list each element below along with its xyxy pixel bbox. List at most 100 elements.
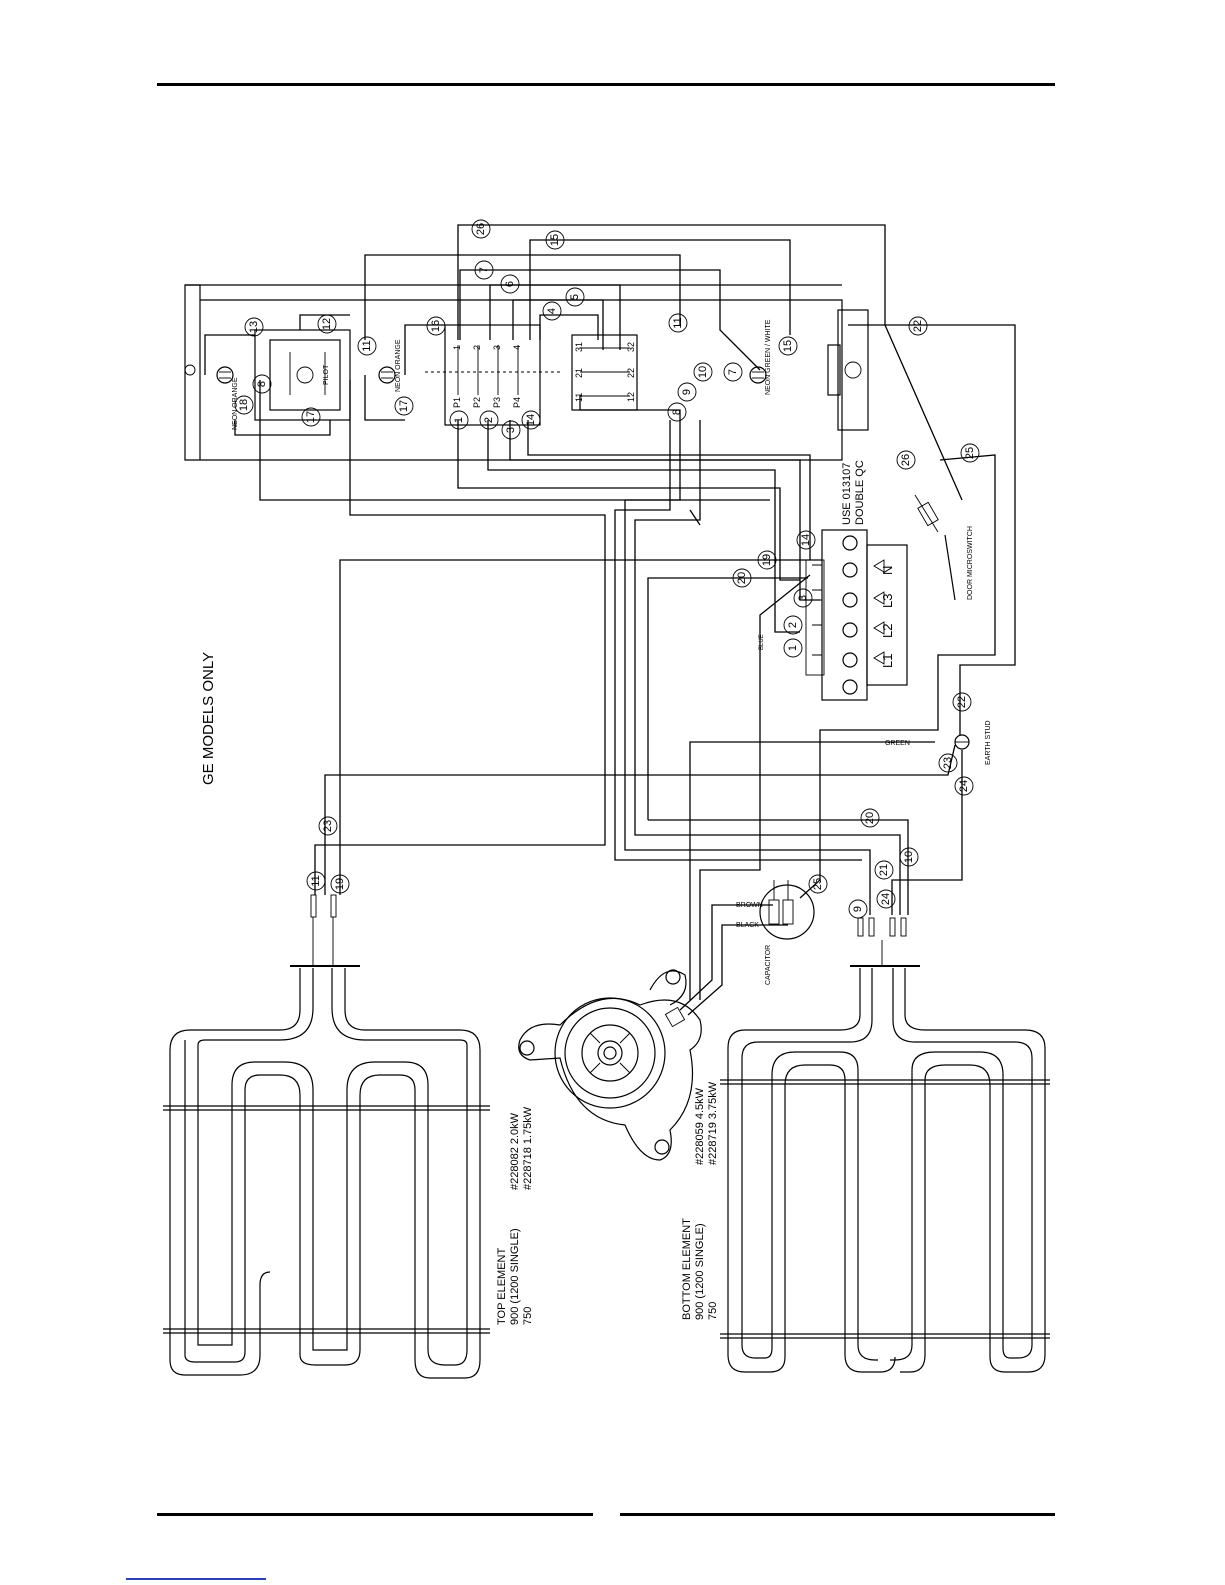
bubble-3-top: 3 xyxy=(501,420,521,440)
svg-text:21: 21 xyxy=(878,864,890,876)
wiring-harness xyxy=(204,224,1016,1016)
bubble-20-block: 20 xyxy=(732,568,752,588)
top-heating-element xyxy=(163,894,490,1379)
svg-text:7: 7 xyxy=(727,369,739,375)
bubble-26-top: 26 xyxy=(471,219,491,239)
svg-text:10: 10 xyxy=(903,851,915,863)
svg-text:3: 3 xyxy=(505,427,517,433)
terminal-warning-triangles xyxy=(873,559,885,665)
svg-text:22: 22 xyxy=(912,320,924,332)
bubble-23-right: 23 xyxy=(938,753,958,773)
footer-rule-left xyxy=(157,1513,593,1516)
door-microswitch-label: DOOR MICROSWITCH xyxy=(967,526,974,600)
switch-label-p2: P2 xyxy=(472,397,482,408)
top-element-label-2: 900 (1200 SINGLE) xyxy=(509,1228,521,1325)
bubble-24-bottom: 24 xyxy=(876,889,896,909)
svg-text:23: 23 xyxy=(322,820,334,832)
svg-text:11: 11 xyxy=(672,317,684,328)
svg-text:14: 14 xyxy=(525,414,537,426)
bubble-7-right: 7 xyxy=(723,362,743,382)
terminal-n: N xyxy=(880,566,895,575)
terminal-l2: L2 xyxy=(880,624,895,638)
bottom-element-label-2: 900 (1200 SINGLE) xyxy=(694,1223,706,1320)
bubble-23-left: 23 xyxy=(318,816,338,836)
contact-11: 11 xyxy=(574,393,584,402)
header-rule xyxy=(157,83,1055,86)
contact-12: 12 xyxy=(626,392,636,402)
svg-text:17: 17 xyxy=(305,411,317,423)
bubble-1-block: 1 xyxy=(783,638,803,658)
svg-text:11: 11 xyxy=(361,340,373,351)
bubble-18: 18 xyxy=(234,395,254,415)
svg-text:11: 11 xyxy=(310,875,322,886)
switch-label-p1: P1 xyxy=(452,397,462,408)
capacitor-label: CAPACITOR xyxy=(765,945,772,985)
svg-text:24: 24 xyxy=(958,780,970,792)
bottom-element-part-1: #228059 4.5kW xyxy=(694,1087,706,1165)
bubble-2-top: 2 xyxy=(479,410,499,430)
earth-stud xyxy=(954,734,970,750)
capacitor xyxy=(759,880,815,940)
svg-text:16: 16 xyxy=(430,320,442,332)
svg-text:7: 7 xyxy=(478,267,490,273)
pilot-thermostat xyxy=(254,329,351,421)
bubble-5: 5 xyxy=(565,287,585,307)
svg-text:10: 10 xyxy=(697,366,709,378)
bubble-10: 10 xyxy=(693,362,713,382)
terminal-note-1: USE 013107 xyxy=(841,463,853,525)
bubble-8-left: 8 xyxy=(252,374,272,394)
terminal-l1: L1 xyxy=(880,654,895,668)
svg-text:8: 8 xyxy=(256,381,268,387)
footer-link-underline[interactable] xyxy=(126,1578,266,1580)
contact-21: 21 xyxy=(574,368,584,378)
bubble-13: 13 xyxy=(244,317,264,337)
svg-text:22: 22 xyxy=(956,696,968,708)
svg-text:26: 26 xyxy=(475,223,487,235)
top-element-label-3: 750 xyxy=(522,1307,534,1325)
bubble-14-block: 14 xyxy=(796,530,816,550)
bubble-25-bottom: 25 xyxy=(808,874,828,894)
contact-32: 32 xyxy=(626,342,636,352)
bubble-19-left: 19 xyxy=(330,874,350,894)
bubble-19-block: 19 xyxy=(757,550,777,570)
svg-text:2: 2 xyxy=(483,417,495,423)
bottom-element-label-3: 750 xyxy=(707,1302,719,1320)
svg-text:24: 24 xyxy=(880,893,892,905)
neon-orange-label-1: NEON ORANGE xyxy=(232,377,239,430)
svg-text:25: 25 xyxy=(812,878,824,890)
bubble-22-top: 22 xyxy=(908,316,928,336)
bubble-17-right: 17 xyxy=(394,396,414,416)
bubble-1-top: 1 xyxy=(449,410,469,430)
svg-text:4: 4 xyxy=(546,308,558,314)
bubble-12: 12 xyxy=(317,314,337,334)
bubble-4: 4 xyxy=(542,301,562,321)
blue-wire-label: BLUE xyxy=(759,634,765,650)
svg-text:12: 12 xyxy=(321,318,333,330)
bubble-14-top: 14 xyxy=(521,410,541,430)
neon-lamps xyxy=(216,366,767,384)
svg-text:6: 6 xyxy=(504,281,516,287)
bubble-10-bottom: 10 xyxy=(899,847,919,867)
svg-text:26: 26 xyxy=(900,454,912,466)
top-element-part-1: #228082 2.0kW xyxy=(509,1112,521,1190)
switch-top-4: 4 xyxy=(512,345,522,350)
bubble-9: 9 xyxy=(677,382,697,402)
switch-label-p4: P4 xyxy=(512,397,522,408)
black-wire-label: BLACK xyxy=(736,922,759,929)
contact-31: 31 xyxy=(574,342,584,352)
bubble-11-right: 11 xyxy=(668,313,688,333)
switch-top-3: 3 xyxy=(492,345,502,350)
svg-text:5: 5 xyxy=(569,294,581,300)
terminal-block xyxy=(805,529,908,701)
bubble-8-right: 8 xyxy=(667,402,687,422)
top-element-label-1: TOP ELEMENT xyxy=(496,1247,508,1325)
bubble-6: 6 xyxy=(500,274,520,294)
top-element-part-2: #228718 1.75kW xyxy=(522,1106,534,1190)
bubble-7-top: 7 xyxy=(474,260,494,280)
bubble-16: 16 xyxy=(426,316,446,336)
svg-text:3: 3 xyxy=(797,595,809,601)
svg-text:19: 19 xyxy=(334,878,346,890)
door-microswitch xyxy=(914,494,956,601)
bubble-9-bottom: 9 xyxy=(848,899,868,919)
